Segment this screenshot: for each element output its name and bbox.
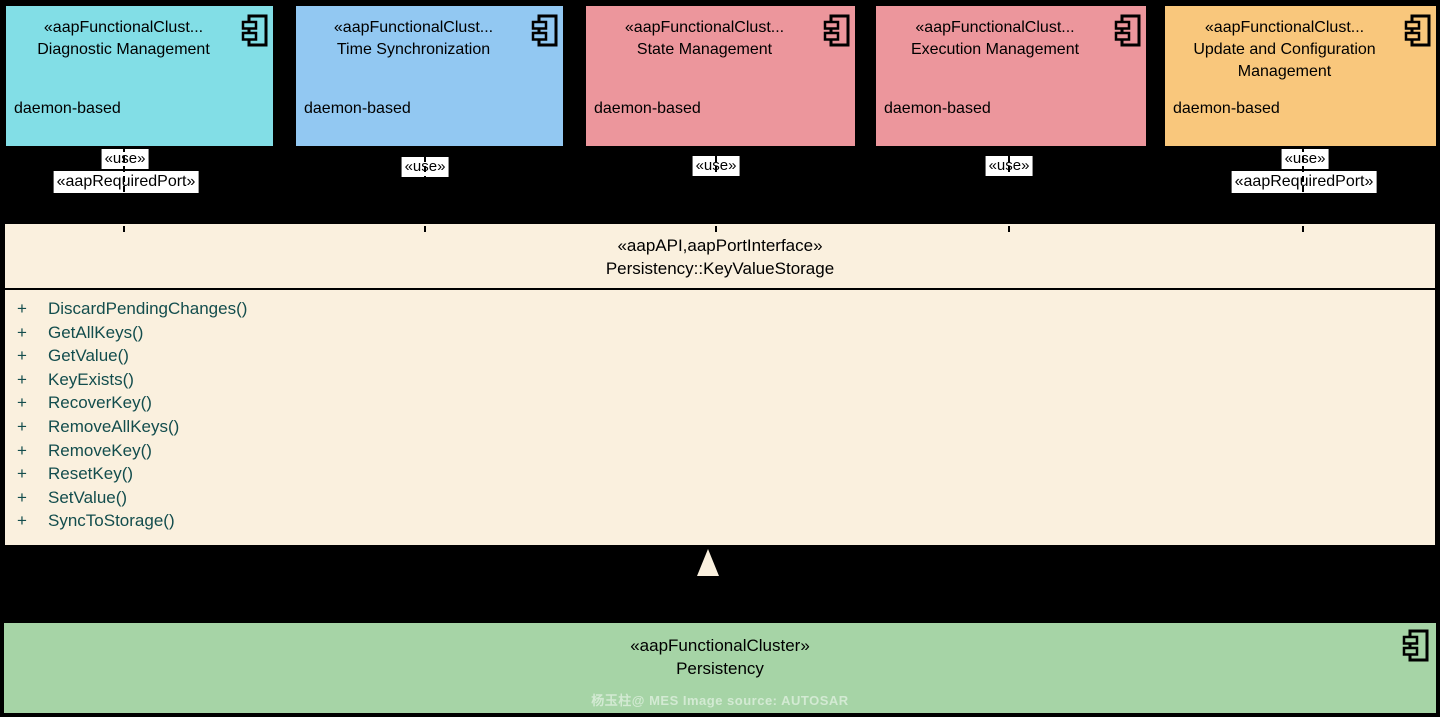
required-port-label: «aapRequiredPort» — [1231, 171, 1377, 193]
cluster-name: Diagnostic Management — [37, 41, 210, 58]
method-row: + RemoveAllKeys() — [5, 415, 1435, 439]
method-name: RemoveAllKeys() — [48, 416, 180, 436]
cluster-stereotype: «aapFunctionalClust... — [915, 19, 1075, 36]
component-icon — [1404, 14, 1431, 47]
cluster-header: «aapFunctionalClust... Execution Managem… — [876, 6, 1146, 61]
method-name: GetValue() — [48, 346, 129, 366]
method-visibility: + — [17, 416, 27, 436]
component-icon — [1402, 629, 1429, 662]
method-name: ResetKey() — [48, 464, 134, 484]
method-visibility: + — [17, 440, 27, 460]
use-dependency-connector — [1302, 146, 1304, 232]
cluster-stereotype: «aapFunctionalClust... — [624, 19, 785, 36]
cluster-header: «aapFunctionalClust... Time Synchronizat… — [296, 6, 563, 61]
interface-name: Persistency::KeyValueStorage — [605, 259, 835, 278]
component-icon — [823, 14, 850, 47]
realization-arrowhead-icon — [697, 549, 719, 576]
use-stereotype-label: «use» — [1281, 149, 1329, 169]
method-visibility: + — [17, 299, 27, 318]
cluster-name: Update and Configuration Management — [1193, 41, 1376, 80]
method-row: + SetValue() — [5, 486, 1435, 510]
method-row: + DiscardPendingChanges() — [5, 297, 1435, 321]
method-visibility: + — [17, 487, 27, 507]
cluster-time-synchronization: «aapFunctionalClust... Time Synchronizat… — [294, 4, 565, 148]
method-visibility: + — [17, 393, 27, 413]
method-visibility: + — [17, 346, 27, 366]
cluster-kind-label: daemon-based — [304, 100, 411, 117]
method-name: RecoverKey() — [48, 393, 152, 413]
cluster-diagnostic-management: «aapFunctionalClust... Diagnostic Manage… — [4, 4, 275, 148]
realization-connector — [707, 576, 709, 621]
cluster-name: Time Synchronization — [336, 41, 491, 58]
use-dependency-connector — [424, 146, 426, 232]
use-dependency-connector — [715, 146, 717, 232]
cluster-stereotype: «aapFunctionalClust... — [43, 19, 204, 36]
use-dependency-connector — [1008, 146, 1010, 232]
cluster-name: Execution Management — [910, 41, 1080, 58]
method-row: + RemoveKey() — [5, 439, 1435, 463]
method-name: DiscardPendingChanges() — [48, 299, 248, 318]
component-icon — [241, 14, 268, 47]
interface-keyvaluestorage: «aapAPI,aapPortInterface» Persistency::K… — [3, 222, 1437, 547]
interface-method-list: + DiscardPendingChanges() + GetAllKeys() +… — [5, 290, 1435, 533]
method-visibility: + — [17, 322, 27, 342]
cluster-persistency: «aapFunctionalCluster» Persistency 杨玉柱@ … — [2, 621, 1438, 715]
method-row: + SyncToStorage() — [5, 509, 1435, 533]
interface-stereotype: «aapAPI,aapPortInterface» — [617, 236, 823, 255]
required-port-label: «aapRequiredPort» — [53, 171, 199, 193]
method-name: GetAllKeys() — [48, 322, 144, 342]
provider-stereotype: «aapFunctionalCluster» — [630, 636, 810, 655]
cluster-stereotype: «aapFunctionalClust... — [333, 19, 494, 36]
watermark-text: 杨玉柱@ MES Image source: AUTOSAR — [591, 693, 849, 708]
component-icon — [1114, 14, 1141, 47]
method-visibility: + — [17, 369, 27, 389]
cluster-header: «aapFunctionalClust... Update and Config… — [1165, 6, 1436, 83]
method-row: + ResetKey() — [5, 462, 1435, 486]
method-name: SyncToStorage() — [48, 511, 175, 531]
use-dependency-connector — [123, 146, 125, 232]
cluster-kind-label: daemon-based — [884, 100, 991, 117]
method-row: + GetValue() — [5, 344, 1435, 368]
use-stereotype-label: «use» — [101, 149, 149, 169]
cluster-stereotype: «aapFunctionalClust... — [1204, 19, 1365, 36]
method-row: + GetAllKeys() — [5, 321, 1435, 345]
cluster-name: State Management — [636, 41, 773, 58]
provider-name: Persistency — [676, 659, 764, 678]
method-row: + RecoverKey() — [5, 391, 1435, 415]
cluster-header: «aapFunctionalClust... State Management — [586, 6, 855, 61]
cluster-update-configuration-management: «aapFunctionalClust... Update and Config… — [1163, 4, 1438, 148]
method-name: KeyExists() — [48, 369, 134, 389]
method-visibility: + — [17, 511, 27, 531]
interface-header: «aapAPI,aapPortInterface» Persistency::K… — [5, 224, 1435, 290]
cluster-kind-label: daemon-based — [14, 100, 121, 117]
component-icon — [531, 14, 558, 47]
method-name: SetValue() — [48, 487, 128, 507]
cluster-execution-management: «aapFunctionalClust... Execution Managem… — [874, 4, 1148, 148]
method-row: + KeyExists() — [5, 368, 1435, 392]
cluster-header: «aapFunctionalClust... Diagnostic Manage… — [6, 6, 273, 61]
method-visibility: + — [17, 464, 27, 484]
cluster-kind-label: daemon-based — [594, 100, 701, 117]
method-name: RemoveKey() — [48, 440, 152, 460]
cluster-kind-label: daemon-based — [1173, 100, 1280, 117]
cluster-state-management: «aapFunctionalClust... State Management … — [584, 4, 857, 148]
